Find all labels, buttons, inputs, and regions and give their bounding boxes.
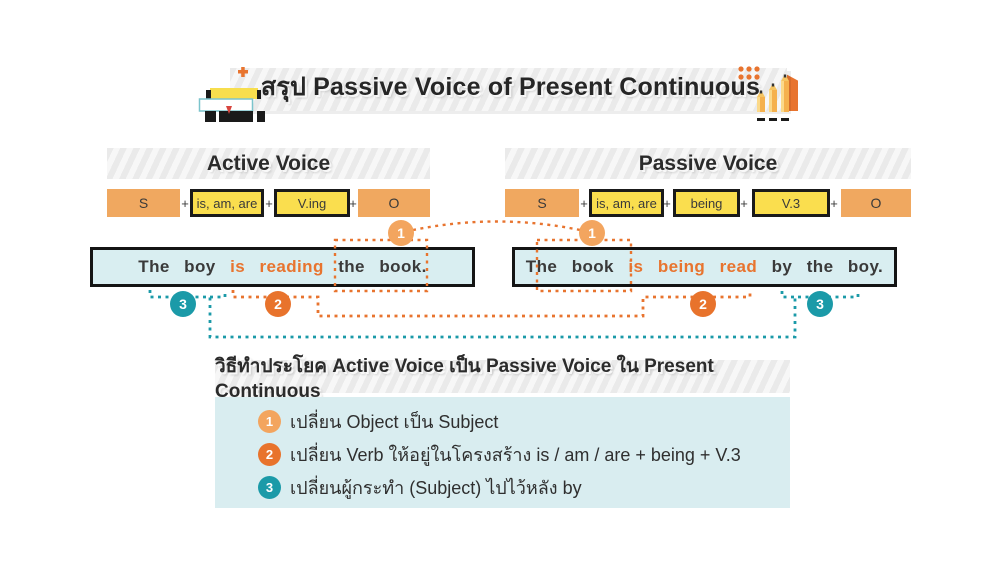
active-sentence-verb: is reading: [230, 257, 324, 276]
marker-1-passive: 1: [579, 220, 605, 246]
active-voice-header: Active Voice: [107, 148, 430, 179]
passive-object-box: O: [841, 189, 911, 217]
step3-connector-left-tick: [210, 291, 227, 299]
marker-3-passive: 3: [807, 291, 833, 317]
dots-icon: [738, 66, 760, 80]
active-object-box: O: [358, 189, 430, 217]
how-to-header: วิธีทำประโยค Active Voice เป็น Passive V…: [215, 356, 790, 402]
step-2-badge: 2: [258, 443, 281, 466]
passive-verb-box: V.3: [752, 189, 830, 217]
active-aux-box: is, am, are: [190, 189, 264, 217]
active-sentence-box: The boy is reading the book.: [90, 247, 475, 287]
step3-connector: [148, 290, 860, 339]
marker-1-active: 1: [388, 220, 414, 246]
passive-sentence-box: The book is being read by the boy.: [512, 247, 897, 287]
books-icon: [198, 67, 265, 122]
step2-connector: [231, 290, 752, 318]
passive-subject-box: S: [505, 189, 579, 217]
marker-2-active: 2: [265, 291, 291, 317]
active-subject-box: S: [107, 189, 180, 217]
pencils-chart-icon: [738, 66, 789, 121]
passive-sentence-part2: by the boy.: [757, 257, 884, 276]
plus-sign: +: [265, 195, 273, 211]
passive-aux-box: is, am, are: [589, 189, 664, 217]
plus-sign: +: [580, 195, 588, 211]
pencil-bars-icon: [757, 74, 789, 121]
plus-sign: +: [349, 195, 357, 211]
step-1-text: เปลี่ยน Object เป็น Subject: [290, 412, 499, 432]
plus-sign: +: [663, 195, 671, 211]
step-3-text: เปลี่ยนผู้กระทำ (Subject) ไปไว้หลัง by: [290, 478, 582, 498]
active-sentence-part1: The boy: [138, 257, 231, 276]
active-sentence-part2: the book.: [323, 257, 427, 276]
marker-2-passive: 2: [690, 291, 716, 317]
passive-voice-header: Passive Voice: [505, 148, 911, 179]
passive-being-box: being: [673, 189, 740, 217]
marker-3-active: 3: [170, 291, 196, 317]
step-2-text: เปลี่ยน Verb ให้อยู่ในโครงสร้าง is / am …: [290, 445, 741, 465]
page-title: สรุป Passive Voice of Present Continuous: [260, 73, 761, 101]
plus-sign: +: [740, 195, 748, 211]
step-3-badge: 3: [258, 476, 281, 499]
step-1-badge: 1: [258, 410, 281, 433]
plus-sign: +: [830, 195, 838, 211]
title-banner: [230, 68, 787, 111]
step3-connector-right-tick: [780, 291, 795, 299]
how-to-panel: [215, 397, 790, 508]
plus-sign: +: [181, 195, 189, 211]
active-verb-box: V.ing: [274, 189, 350, 217]
passive-sentence-part1: The book: [525, 257, 629, 276]
passive-sentence-verb: is being read: [628, 257, 758, 276]
step1-arc-connector: [412, 220, 581, 232]
